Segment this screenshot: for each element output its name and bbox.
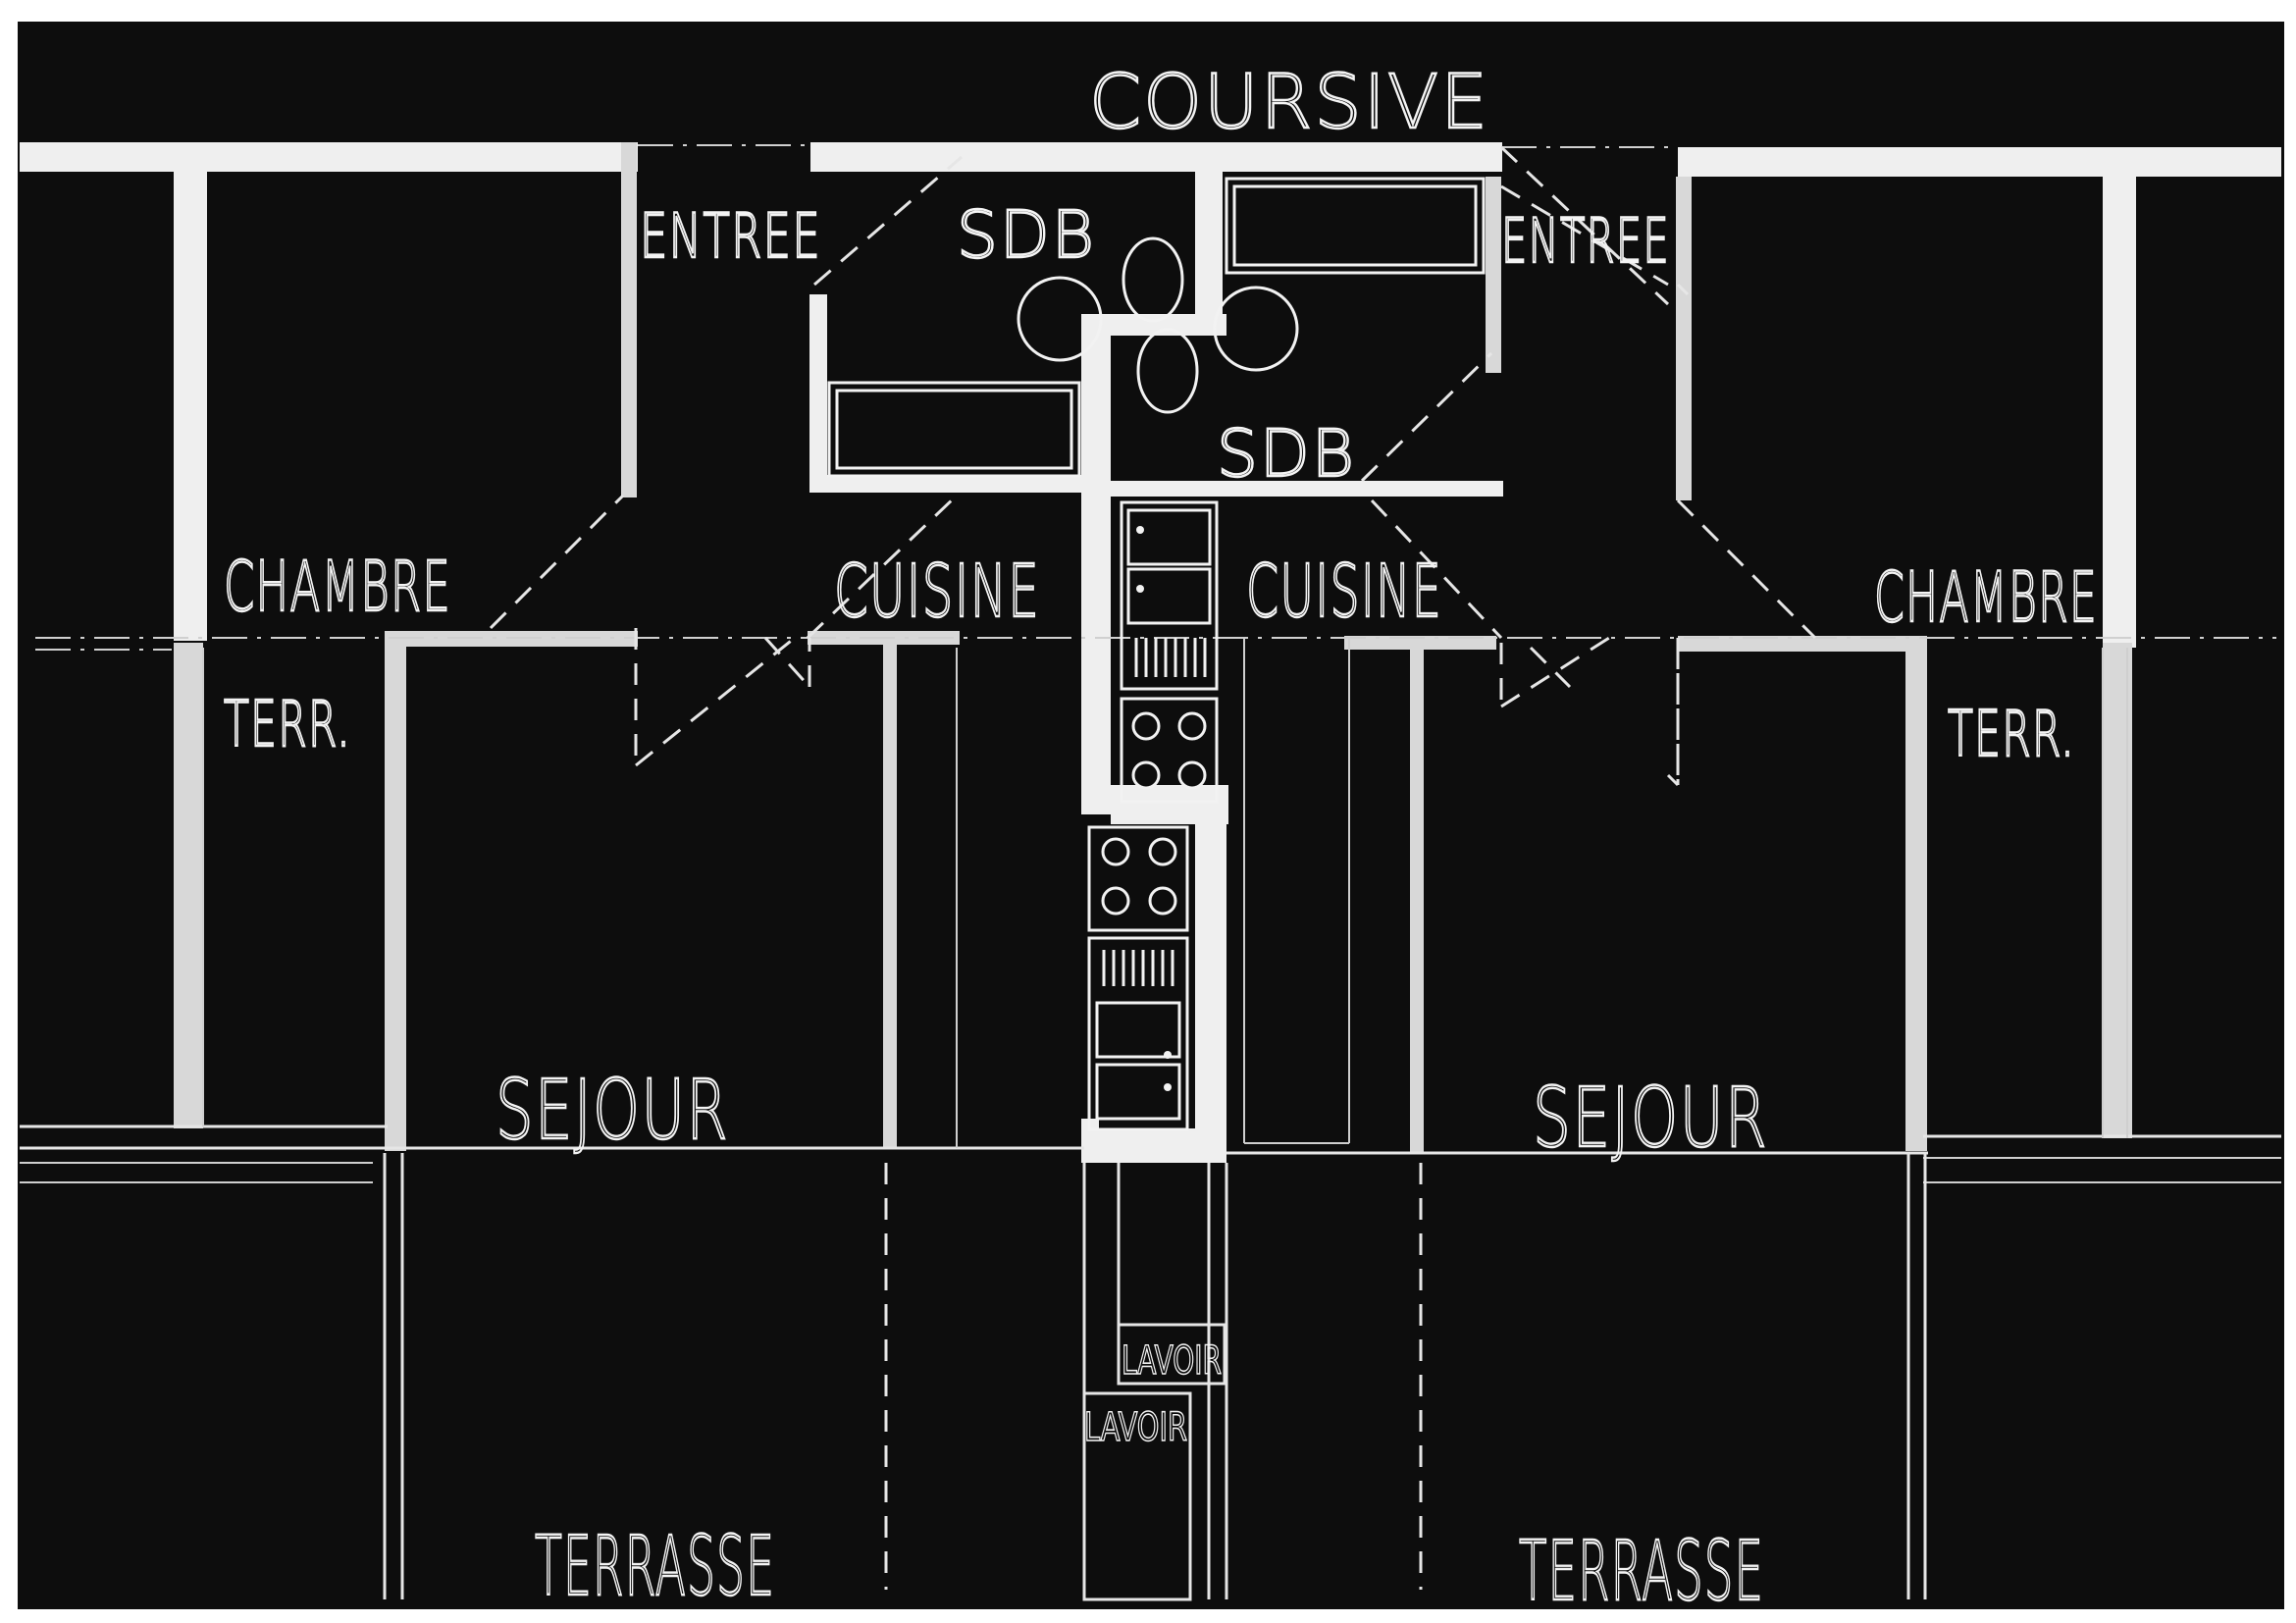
corridor-wall-center (810, 142, 1502, 172)
cuisine-right-wall-top (1344, 636, 1496, 650)
entree-left-jamb (621, 142, 637, 497)
label-lavoir-lower: LAVOIR (1084, 1405, 1187, 1450)
terr-left-post (174, 643, 203, 1128)
sejour-right-wall-top (1678, 636, 1927, 652)
label-lavoir-upper: LAVOIR (1122, 1338, 1222, 1384)
label-sejour-left: SEJOUR (496, 1062, 729, 1158)
sdb-right-wall-h (1111, 481, 1503, 497)
drainer-upper (1134, 638, 1207, 677)
label-terrasse-left: TERRASSE (535, 1518, 775, 1614)
label-sdb-left: SDB (957, 197, 1096, 273)
label-chambre-right: CHAMBRE (1874, 557, 2098, 638)
label-cuisine-right: CUISINE (1246, 550, 1442, 634)
walls (20, 142, 2281, 1163)
label-terr-left: TERR. (224, 689, 351, 761)
bathtub-right (1225, 177, 1486, 275)
core-spine-upper (1081, 324, 1111, 814)
label-sejour-right: SEJOUR (1533, 1070, 1768, 1166)
hob-upper (1120, 697, 1219, 804)
sanitary (1017, 236, 1299, 414)
drainer-lower (1102, 950, 1174, 986)
sejour-right-wall-right (1905, 636, 1927, 1151)
core-base (1081, 1128, 1226, 1163)
toilet-right (1136, 328, 1199, 414)
bedroom-left-wall (174, 165, 207, 641)
sdb-right-wall-v (1486, 177, 1501, 373)
door-swings (489, 145, 1817, 787)
label-entree-right: ENTREE (1501, 205, 1670, 277)
label-coursive: COURSIVE (1089, 58, 1489, 145)
washbasin-right (1213, 286, 1299, 372)
washbasin-left (1017, 276, 1103, 362)
entree-right-jamb (1676, 177, 1692, 500)
sdb-left-wall-v (809, 294, 827, 489)
label-entree-left: ENTREE (640, 200, 821, 272)
sink-unit-upper (1120, 500, 1219, 691)
sejour-left-partition (883, 638, 897, 1148)
bedroom-right-wall (2103, 177, 2136, 648)
core-top-stub (1195, 165, 1223, 332)
bathtub-left (827, 381, 1081, 478)
label-terr-right: TERR. (1948, 699, 2075, 771)
corridor-wall-right (1678, 147, 2281, 177)
label-chambre-left: CHAMBRE (224, 547, 451, 627)
kitchen-units (1087, 500, 1219, 1131)
core-top-notch (1081, 314, 1226, 336)
corridor-wall-left (20, 142, 638, 172)
toilet-left (1122, 236, 1184, 323)
label-terrasse-right: TERRASSE (1519, 1523, 1764, 1619)
label-cuisine-left: CUISINE (834, 550, 1040, 634)
room-labels: COURSIVE ENTREE SDB ENTREE SDB CHAMBRE C… (223, 57, 2098, 1620)
label-sdb-right: SDB (1217, 416, 1356, 492)
sejour-right-partition (1410, 638, 1424, 1153)
thin-lines (20, 144, 2281, 1601)
sdb-left-wall-h (809, 475, 1084, 493)
hob-lower (1087, 825, 1189, 932)
core-spine-lower (1195, 814, 1226, 1158)
sejour-left-wall-left (385, 631, 406, 1151)
sink-unit-lower (1087, 936, 1189, 1131)
